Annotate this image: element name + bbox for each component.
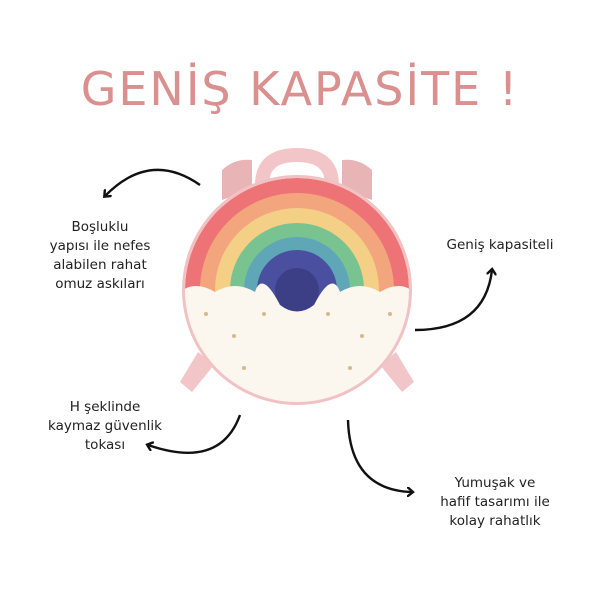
text-line: H şeklinde — [69, 399, 141, 415]
text-line: Geniş kapasiteli — [446, 237, 554, 253]
feature-buckle: H şeklinde kaymaz güvenlik tokası — [30, 398, 180, 455]
text-line: omuz askıları — [55, 276, 145, 292]
text-line: Yumuşak ve — [454, 475, 536, 491]
curved-arrow-icon — [148, 414, 242, 454]
text-line: yapısı ile nefes — [49, 238, 151, 254]
text-line: kaymaz güvenlik — [48, 418, 162, 434]
text-line: Boşluklu — [71, 219, 129, 235]
text-line: kolay rahatlık — [449, 513, 541, 529]
curved-arrow-icon — [414, 270, 492, 332]
text-line: tokası — [84, 437, 126, 453]
feature-lightweight: Yumuşak ve hafif tasarımı ile kolay raha… — [410, 474, 580, 531]
curved-arrow-icon — [346, 419, 412, 492]
feature-straps: Boşluklu yapısı ile nefes alabilen rahat… — [20, 218, 180, 294]
text-line: alabilen rahat — [53, 257, 147, 273]
feature-capacity: Geniş kapasiteli — [425, 236, 575, 255]
text-line: hafif tasarımı ile — [440, 494, 550, 510]
page-title: GENİŞ KAPASİTE ! — [80, 62, 520, 116]
rainbow — [185, 178, 409, 402]
curved-arrow-icon — [105, 168, 201, 196]
star-decorations — [204, 312, 392, 370]
